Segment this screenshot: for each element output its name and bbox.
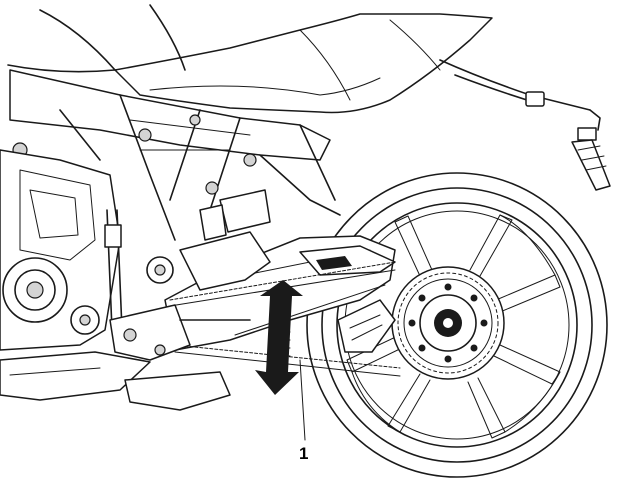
rear-tire-outer [306, 172, 608, 478]
drive-chain-upper [169, 261, 396, 301]
callout-leader-line [299, 359, 306, 441]
rear-sprocket [391, 266, 505, 380]
callout-1: 1 [299, 359, 308, 463]
callout-number: 1 [299, 444, 308, 463]
rear-tire-inner [321, 187, 593, 463]
footpeg-bracket [0, 231, 271, 411]
rear-rim [336, 202, 578, 448]
engine [0, 149, 271, 351]
tail-bracket [439, 59, 611, 191]
seat-and-tail [7, 4, 493, 114]
chain-slack-arrow [255, 280, 303, 395]
frame-trellis [9, 69, 341, 241]
